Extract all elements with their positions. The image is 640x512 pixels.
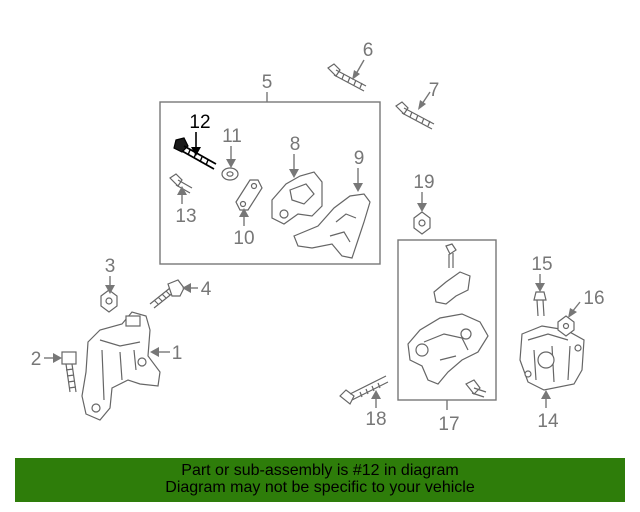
callout-8[interactable]: 8 [290, 134, 301, 155]
part-2-bolt[interactable] [61, 351, 77, 393]
banner-line-2: Diagram may not be specific to your vehi… [165, 479, 475, 496]
part-4-bolt[interactable] [149, 279, 185, 309]
callout-9[interactable]: 9 [354, 148, 365, 169]
callout-12[interactable]: 12 [189, 112, 210, 133]
callout-10[interactable]: 10 [233, 228, 254, 249]
part-19-nut[interactable] [413, 211, 431, 235]
callout-11[interactable]: 11 [222, 126, 242, 147]
callout-5[interactable]: 5 [262, 72, 273, 93]
callout-18[interactable]: 18 [365, 409, 386, 430]
callout-1[interactable]: 1 [172, 343, 183, 364]
part-12-bolt-highlighted[interactable] [173, 137, 217, 170]
assembly-box-5 [159, 101, 381, 265]
part-8-mount-insert[interactable] [271, 171, 323, 225]
part-16-nut[interactable] [557, 315, 575, 337]
part-11-bushing[interactable] [221, 167, 239, 181]
info-banner-background [15, 458, 625, 502]
callout-6[interactable]: 6 [363, 40, 374, 61]
callout-17[interactable]: 17 [438, 414, 459, 435]
part-1-mount-bracket[interactable] [81, 311, 161, 421]
callout-4[interactable]: 4 [201, 279, 212, 300]
callout-16[interactable]: 16 [583, 288, 604, 309]
part-10-link-plate[interactable] [235, 179, 263, 211]
callout-19[interactable]: 19 [413, 172, 434, 193]
callout-7[interactable]: 7 [429, 80, 440, 101]
part-17-mount-assembly[interactable] [407, 243, 489, 398]
callout-labels: 5 6 7 12 11 8 9 13 10 19 3 4 2 1 15 16 1… [31, 40, 605, 435]
callout-15[interactable]: 15 [531, 254, 552, 275]
leader-lines [44, 59, 581, 410]
part-15-bolt[interactable] [533, 291, 547, 317]
part-14-mount[interactable] [519, 325, 585, 391]
part-9-bracket[interactable] [293, 193, 371, 259]
part-18-bolt[interactable] [339, 375, 389, 405]
banner-line-1: Part or sub-assembly is #12 in diagram [181, 462, 459, 479]
callout-13[interactable]: 13 [175, 206, 196, 227]
part-3-nut[interactable] [100, 289, 118, 313]
info-banner: Part or sub-assembly is #12 in diagram D… [15, 458, 625, 502]
callout-3[interactable]: 3 [105, 256, 116, 277]
part-7-bolt[interactable] [395, 101, 435, 130]
part-6-bolt[interactable] [327, 63, 367, 92]
callout-2[interactable]: 2 [31, 349, 42, 370]
callout-14[interactable]: 14 [537, 411, 559, 432]
